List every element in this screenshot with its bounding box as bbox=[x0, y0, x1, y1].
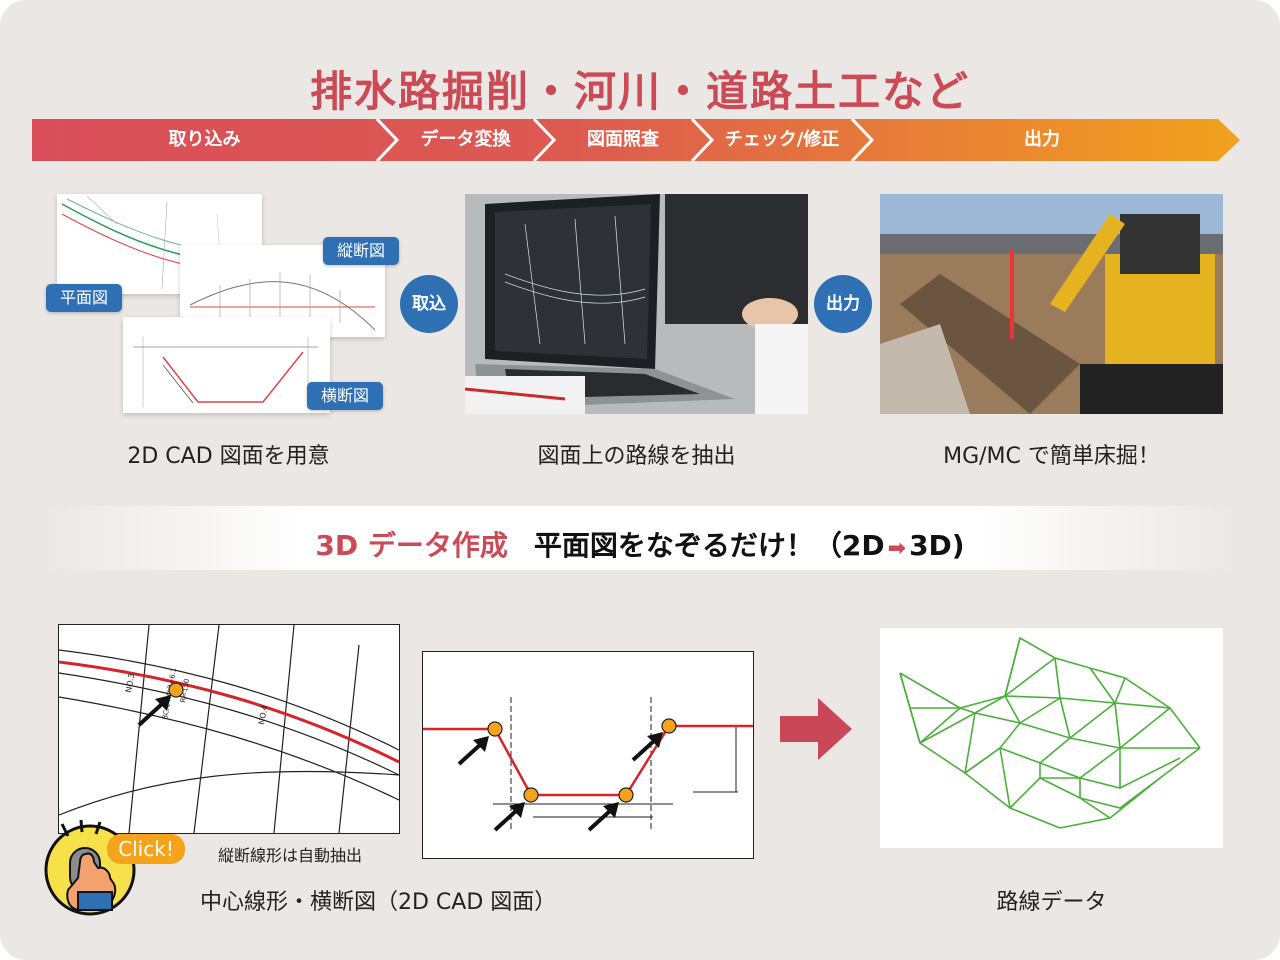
banner-main: 平面図をなぞるだけ！（2D bbox=[533, 529, 885, 562]
caption-extract-route: 図面上の路線を抽出 bbox=[537, 444, 736, 469]
banner-lead: 3D データ作成 bbox=[315, 529, 508, 562]
banner: 3D データ作成平面図をなぞるだけ！（2D➡3D) bbox=[40, 506, 1240, 570]
cross-section-drawing bbox=[123, 317, 330, 413]
profile-view-tag: 縦断図 bbox=[323, 237, 400, 265]
cross-point-3 bbox=[618, 787, 634, 803]
centerline-plan: NO.3 BC.1 NO.3+6.1 R=150 NO.4 bbox=[58, 624, 400, 834]
caption-prepare-cad: 2D CAD 図面を用意 bbox=[127, 444, 330, 469]
flow-step-import: 取り込み bbox=[168, 129, 241, 150]
flow-step-check-fix: チェック/修正 bbox=[724, 129, 840, 150]
laptop-photo bbox=[465, 194, 808, 414]
click-badge: Click! bbox=[107, 834, 185, 864]
import-badge: 取込 bbox=[400, 275, 458, 333]
excavator-illustration bbox=[880, 194, 1223, 414]
station-label-no4: NO.4 bbox=[257, 704, 269, 725]
cross-section-drawing-lines bbox=[133, 337, 318, 407]
banner-text: 3D データ作成平面図をなぞるだけ！（2D➡3D) bbox=[40, 524, 1240, 564]
cross-section-tag: 横断図 bbox=[307, 382, 384, 410]
plan-view-tag: 平面図 bbox=[46, 284, 123, 312]
cross-point-1 bbox=[487, 721, 503, 737]
flow-step-check-drawing: 図面照査 bbox=[587, 129, 659, 150]
flow-arrow-shape bbox=[32, 119, 1240, 161]
cross-point-2 bbox=[523, 787, 539, 803]
cross-section-view-drawing bbox=[423, 697, 753, 832]
cross-section-view bbox=[422, 651, 754, 859]
plan-drawing-lines bbox=[61, 195, 258, 290]
control-point bbox=[168, 682, 184, 698]
big-arrow-icon bbox=[780, 698, 852, 760]
station-label-no3: NO.3 bbox=[124, 672, 136, 693]
cross-point-4 bbox=[661, 718, 677, 734]
flow-step-convert: データ変換 bbox=[420, 129, 511, 150]
profile-drawing-lines bbox=[189, 273, 376, 331]
centerline-plan-drawing: NO.3 BC.1 NO.3+6.1 R=150 NO.4 bbox=[58, 624, 400, 834]
route-data-mesh bbox=[880, 628, 1223, 848]
process-flow: 取り込み データ変換 図面照査 チェック/修正 出力 bbox=[32, 119, 1242, 161]
excavation-photo bbox=[880, 194, 1223, 414]
auto-profile-note: 縦断線形は自動抽出 bbox=[218, 846, 363, 865]
caption-mgmc: MG/MC で簡単床掘！ bbox=[943, 444, 1160, 469]
output-badge: 出力 bbox=[814, 275, 872, 333]
route-data-mesh-drawing bbox=[899, 636, 1201, 829]
caption-route-data: 路線データ bbox=[996, 890, 1107, 915]
pointer-arrow-icon bbox=[137, 695, 171, 727]
laptop-illustration bbox=[465, 194, 808, 414]
pointer-arrows-icon bbox=[457, 732, 663, 832]
red-arrow-icon: ➡ bbox=[887, 536, 907, 561]
flow-step-output: 出力 bbox=[1024, 129, 1060, 150]
page-title: 排水路掘削・河川・道路土工など bbox=[309, 67, 970, 116]
caption-centerline: 中心線形・横断図（2D CAD 図面） bbox=[200, 890, 557, 915]
banner-tail: 3D) bbox=[909, 529, 965, 562]
